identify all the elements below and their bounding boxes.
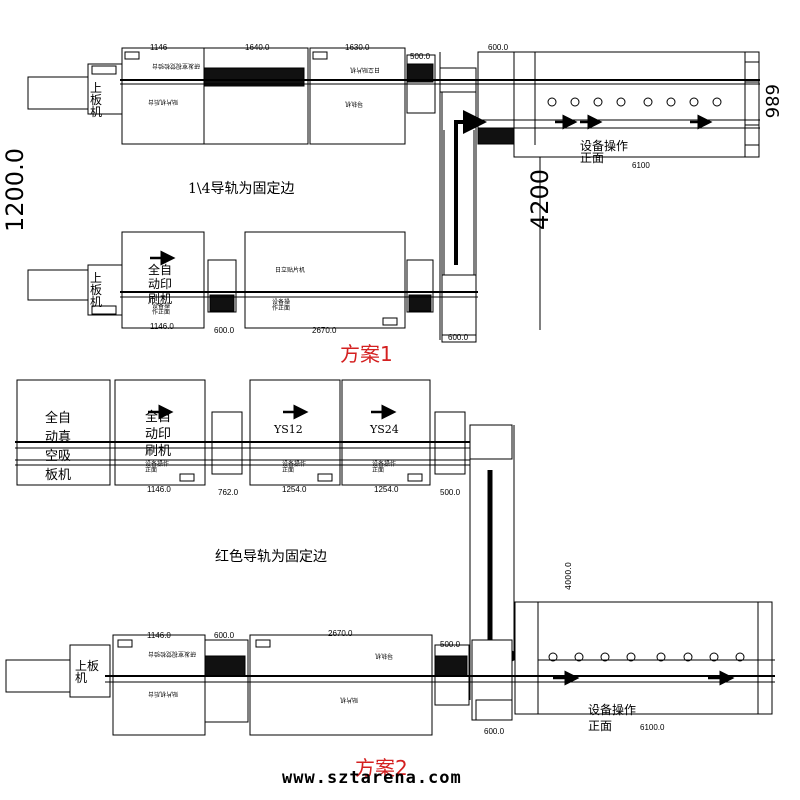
scheme2-title: 方案2 xyxy=(355,756,408,780)
s1-dim-686: 686 xyxy=(761,84,782,119)
ys12-box xyxy=(249,379,341,486)
s1-small-a: 研发室视觉检验台 xyxy=(152,62,201,69)
loader2-box xyxy=(5,659,71,693)
loader-box-bottom xyxy=(27,269,91,301)
s2-op-b: 设备操作正面 xyxy=(282,461,307,474)
conv2b-1 xyxy=(204,655,246,677)
s1-dim-1640: 1640.0 xyxy=(245,43,270,52)
s1-dim-6100: 6100 xyxy=(632,161,650,170)
s1-dim-600-bottom: 600.0 xyxy=(214,326,235,335)
s1-operator-front-c: 设备操作正面 xyxy=(272,299,291,312)
s2-small-a: 研发室视觉检验台 xyxy=(148,650,197,657)
s1-dim-600-right: 600.0 xyxy=(448,333,469,342)
turn2-unit xyxy=(469,424,513,460)
s2-printer-label: 全自动印刷机 xyxy=(145,410,172,459)
scheme1-bottom-line xyxy=(27,52,541,340)
oven-dots xyxy=(547,97,722,107)
s2-fixed-edge-note: 红色导轨为固定边 xyxy=(215,549,327,565)
s1-operator-front-a: 设备操作正面 xyxy=(580,139,629,165)
s2-dim-762: 762.0 xyxy=(218,488,239,497)
s2-dim-1254b: 1254.0 xyxy=(374,485,399,494)
s1-small-d: 导轨机 xyxy=(345,100,364,107)
s1-small-b: 贴片机后台 xyxy=(148,98,179,105)
s2-op-a: 设备操作正面 xyxy=(145,461,170,474)
printer2b-box xyxy=(112,634,206,736)
s2-dim-b-600b: 600.0 xyxy=(484,727,505,736)
s1-dim-2670-bottom: 2670.0 xyxy=(312,326,337,335)
oven2-dots xyxy=(548,652,745,662)
s1-dim-1146-bottom: 1146.0 xyxy=(150,322,174,331)
s2-small-d: 贴片机 xyxy=(340,696,359,703)
mounter2b-box xyxy=(249,634,433,736)
s1-fixed-edge-note: 1\4导轨为固定边 xyxy=(188,181,295,197)
oven2-box xyxy=(514,601,773,715)
s2-ys24: YS24 xyxy=(370,423,399,436)
s1-dim-1200: 1200.0 xyxy=(1,148,29,232)
scheme2-top-line xyxy=(15,379,515,700)
s1-loader-label-bottom: 上板机 xyxy=(90,271,103,309)
s2-dim-4000: 4000.0 xyxy=(564,562,573,590)
s2-loader-label: 上板机 xyxy=(75,659,100,685)
watermark: www.sztarena.com xyxy=(282,768,462,788)
conveyor-black-top1 xyxy=(203,67,305,87)
s1-mounter-label: 日立贴片机 xyxy=(275,267,306,274)
s2-dim-b-600: 600.0 xyxy=(214,631,235,640)
scheme1-top-line xyxy=(27,47,760,343)
mounter-bottom xyxy=(244,231,406,329)
s1-loader-label-top: 上板机 xyxy=(90,81,103,119)
turn-unit-bottom xyxy=(441,274,477,336)
s2-dim-1146: 1146.0 xyxy=(147,485,171,494)
s2-dim-b-2670: 2670.0 xyxy=(328,629,353,638)
loader-box-top xyxy=(27,76,91,110)
s2-dim-500: 500.0 xyxy=(440,488,461,497)
loader-head-small-top xyxy=(91,65,117,75)
s2-small-c: 导轨机 xyxy=(375,652,394,659)
s2-vacuum-loader: 全自动真空吸板机 xyxy=(45,411,72,483)
s1-dim-4200: 4200 xyxy=(526,168,554,230)
s2-dim-b-1146: 1146.0 xyxy=(147,631,171,640)
conv2b-2 xyxy=(434,655,468,677)
s2-ys12: YS12 xyxy=(274,423,303,436)
printer-bottom xyxy=(121,231,205,329)
scheme1-title: 方案1 xyxy=(340,342,393,366)
scheme2-bottom-line xyxy=(5,601,775,736)
s1-small-c: 日立贴片机 xyxy=(350,66,381,73)
vacuum-loader-box xyxy=(16,379,111,486)
s1-dim-600-top: 600.0 xyxy=(488,43,509,52)
s1-dim-1630: 1630.0 xyxy=(345,43,370,52)
oven-box xyxy=(513,51,760,158)
s2-dim-1254a: 1254.0 xyxy=(282,485,307,494)
mounter-top xyxy=(309,47,406,145)
s2-op-c: 设备操作正面 xyxy=(372,461,397,474)
flow-arrows-s1 xyxy=(454,110,713,265)
s2-dim-b-500: 500.0 xyxy=(440,640,461,649)
s2-operator-front: 设备操作正面 xyxy=(588,703,637,733)
s1-dim-500-top: 500.0 xyxy=(410,52,431,61)
s1-printer-label: 全自动印刷机 xyxy=(148,263,173,306)
loader2-head xyxy=(69,644,111,698)
s2-small-b: 贴片机后台 xyxy=(148,690,179,697)
printer2-box xyxy=(114,379,206,486)
ys24-box xyxy=(341,379,431,486)
s1-dim-1146-top: 1146 xyxy=(150,43,168,52)
s2-dim-6100: 6100.0 xyxy=(640,723,665,732)
s1-operator-front-b: 设备操作正面 xyxy=(152,303,171,316)
